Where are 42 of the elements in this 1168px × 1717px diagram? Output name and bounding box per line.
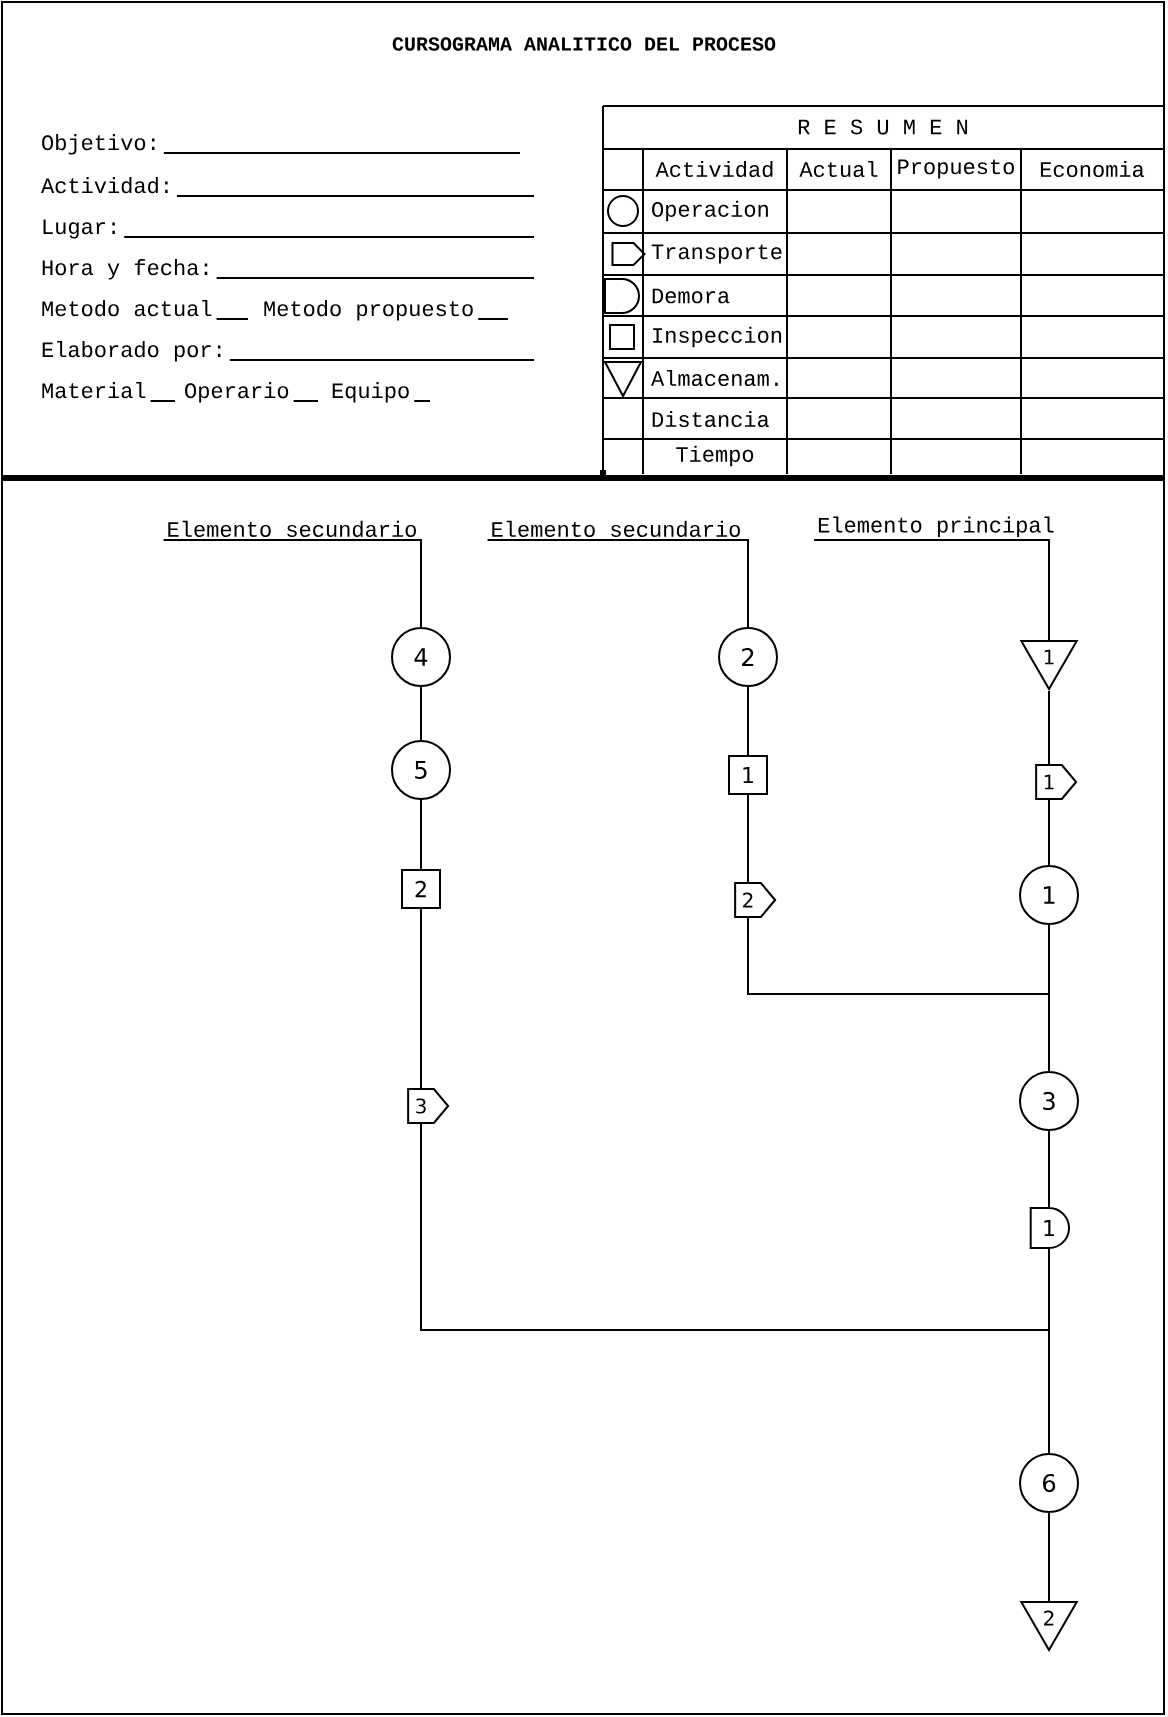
form-label: Metodo actual: [42, 300, 212, 317]
row-label: Demora: [652, 288, 730, 304]
inspection-square: 2: [401, 869, 441, 909]
form-label: Material: [42, 382, 146, 399]
flow-line: [420, 908, 422, 1089]
flow-line: [1048, 799, 1050, 866]
flow-line: [420, 799, 422, 870]
flow-line: [486, 539, 749, 628]
row-label: Distancia: [652, 410, 770, 428]
form-label: Equipo: [332, 382, 409, 403]
form-label: Operario: [185, 382, 289, 403]
column-header: Propuesto: [898, 159, 1014, 179]
form-label: Hora y fecha:: [42, 259, 208, 280]
column-heading: Elemento secundario: [492, 520, 740, 537]
row-label: Operacion: [652, 200, 768, 222]
form-label: Elaborado por:: [42, 341, 221, 362]
flow-line: [1048, 1512, 1050, 1602]
row-label: Almacenam.: [651, 369, 778, 387]
row-label: Transporte: [651, 244, 782, 264]
column-heading: Elemento secundario: [168, 520, 416, 537]
table-title: R E S U M E N: [798, 119, 968, 135]
title: CURSOGRAMA ANALITICO DEL PROCESO: [392, 37, 776, 51]
flow-line: [747, 686, 749, 756]
form-label: Objetivo:: [42, 134, 155, 155]
column-heading: Elemento principal: [818, 516, 1054, 537]
form-label: Actividad:: [41, 177, 168, 194]
column-header: Actual: [799, 160, 878, 178]
flow-line: [1048, 924, 1050, 1072]
flow-line: [1048, 1130, 1050, 1208]
flow-line: [420, 686, 422, 741]
form-label: Lugar:: [43, 219, 115, 239]
flow-line: [1048, 1248, 1050, 1454]
flow-line: [747, 794, 749, 883]
form-label: Metodo propuesto: [264, 300, 473, 321]
column-header: Actividad: [655, 160, 773, 178]
row-label: Inspeccion: [653, 326, 782, 348]
row-label: Tiempo: [676, 445, 754, 467]
flow-line: [1048, 690, 1050, 765]
inspection-square: 1: [728, 755, 768, 795]
flow-line: [813, 539, 1050, 641]
flow-line: [162, 539, 422, 628]
column-header: Economia: [1040, 160, 1145, 178]
